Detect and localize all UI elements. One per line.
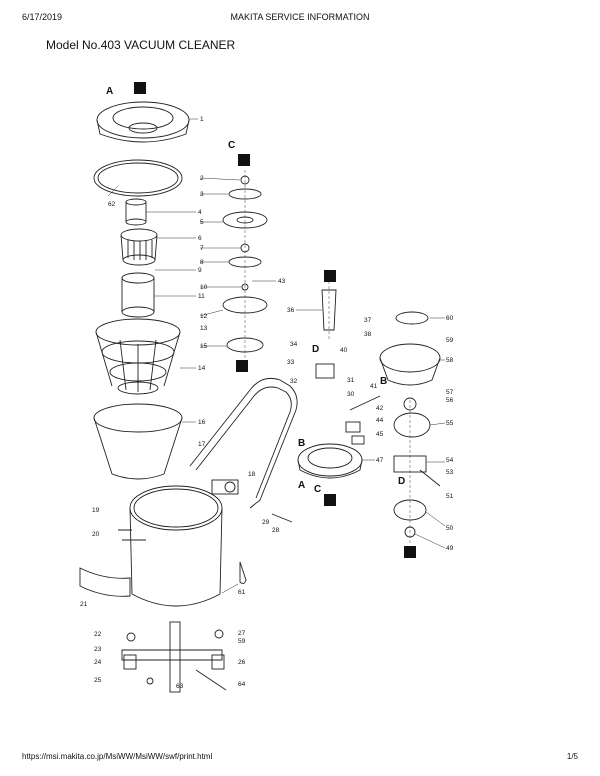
part-number: 15 [200,343,208,350]
part-number: 42 [376,405,384,412]
part-cone-filter [93,403,183,480]
part-armature [321,276,337,340]
section-letter-c: C [228,140,235,151]
part-latch [239,561,247,585]
section-letter-a: A [298,480,305,491]
part-number: 28 [272,527,280,534]
part-number: 43 [278,278,286,285]
part-number: 27 [238,630,246,637]
section-letter-d: D [312,344,319,355]
section-letter-c: C [314,484,321,495]
part-number: 45 [376,431,384,438]
part-number: 33 [287,359,295,366]
page-title: Model No.403 VACUUM CLEANER [46,38,236,52]
part-wire-basket [95,318,181,395]
part-holder [315,363,335,379]
part-number: 24 [94,659,102,666]
part-number: 6 [198,235,202,242]
part-number: 32 [290,378,298,385]
part-number: 4 [198,209,202,216]
part-number: 37 [364,317,372,324]
part-number: 21 [80,601,88,608]
part-filter-holder [120,228,158,266]
page-number: 1/5 [566,752,578,761]
part-number: 49 [446,545,454,552]
part-number: 3 [200,191,204,198]
part-band [79,567,131,597]
page-header: MAKITA SERVICE INFORMATION [230,12,370,22]
part-number: 64 [238,681,246,688]
part-number: 63 [176,683,184,690]
part-number: 59 [238,638,246,645]
part-number: 58 [446,357,454,364]
part-number: 56 [446,397,454,404]
part-base-frame [121,621,227,693]
part-shaft [349,395,381,411]
part-number: 19 [92,507,100,514]
part-number: 7 [200,245,204,252]
part-tank [118,485,223,607]
part-motor-cover [379,311,441,386]
part-number: 13 [200,325,208,332]
part-number: 54 [446,457,454,464]
part-number: 9 [198,267,202,274]
part-number: 44 [376,417,384,424]
part-number: 30 [347,391,355,398]
part-number: 20 [92,531,100,538]
part-cylinder [125,198,147,226]
part-number: 34 [290,341,298,348]
part-motor-unit [393,397,441,545]
part-number: 14 [198,365,206,372]
part-number: 5 [200,219,204,226]
part-number: 29 [262,519,270,526]
part-filter-sleeve [121,272,155,318]
part-number: 57 [446,389,454,396]
page-url: https://msi.makita.co.jp/MsiWW/MsiWW/swf… [22,752,213,761]
part-number: 36 [287,307,295,314]
part-number: 61 [238,589,246,596]
part-number: 50 [446,525,454,532]
section-letter-b: B [380,376,387,387]
part-number: 1 [200,116,204,123]
part-handle [189,377,298,523]
part-brush-housing [297,443,363,479]
part-number: 18 [248,471,256,478]
part-number: 41 [370,383,378,390]
part-number: 25 [94,677,102,684]
part-number: 2 [200,175,204,182]
section-letter-a: A [106,86,113,97]
part-number: 12 [200,313,208,320]
part-number: 59 [446,337,454,344]
part-number: 40 [340,347,348,354]
part-impeller-stack [222,170,268,360]
part-number: 31 [347,377,355,384]
part-number: 22 [94,631,102,638]
part-number: 53 [446,469,454,476]
part-number: 47 [376,457,384,464]
part-number: 51 [446,493,454,500]
section-letter-b: B [298,438,305,449]
part-gasket-ring [93,159,183,197]
part-number: 11 [198,293,205,300]
part-number-callouts: 1 62 4 6 9 11 14 16 17 18 19 20 21 22 23… [80,116,454,690]
part-top-cover [96,101,190,143]
part-number: 62 [108,201,116,208]
reference-symbols [134,82,416,558]
part-number: 8 [200,259,204,266]
part-number: 26 [238,659,246,666]
part-number: 55 [446,420,454,427]
part-number: 17 [198,441,206,448]
part-number: 10 [200,284,208,291]
part-number: 23 [94,646,102,653]
part-number: 60 [446,315,454,322]
part-number: 16 [198,419,206,426]
part-number: 38 [364,331,372,338]
section-letter-d: D [398,476,405,487]
leader-lines [107,118,446,594]
print-date: 6/17/2019 [22,12,63,22]
